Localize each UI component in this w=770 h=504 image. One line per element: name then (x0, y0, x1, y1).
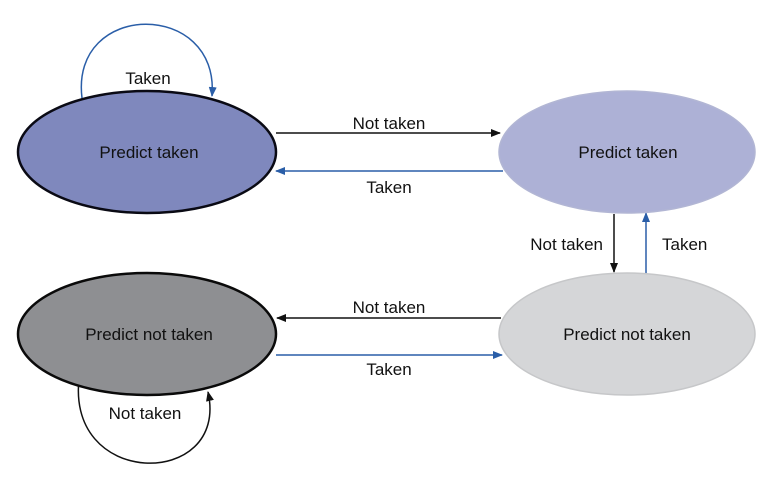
weak-taken-to-weak-not-taken-label: Not taken (530, 235, 603, 254)
strong-taken-to-weak-taken-label: Not taken (353, 114, 426, 133)
state-predict-not-taken-strong-label: Predict not taken (85, 325, 213, 344)
state-predict-taken-weak (498, 90, 756, 214)
weak-taken-to-strong-taken-label: Taken (366, 178, 411, 197)
loop-strong-not-taken-arrow (77, 371, 214, 464)
state-predict-taken-weak-label: Predict taken (578, 143, 677, 162)
loop-strong-not-taken-label: Not taken (109, 404, 182, 423)
weak-not-taken-to-strong-not-taken-label: Not taken (353, 298, 426, 317)
state-predict-taken-strong-label: Predict taken (99, 143, 198, 162)
loop-strong-taken-label: Taken (125, 69, 170, 88)
state-predict-taken-strong (16, 89, 278, 215)
weak-not-taken-to-weak-taken-label: Taken (662, 235, 707, 254)
strong-not-taken-to-weak-not-taken-label: Taken (366, 360, 411, 379)
state-predict-not-taken-weak (498, 272, 756, 396)
loop-strong-taken-arrow (80, 23, 217, 99)
state-predict-not-taken-weak-label: Predict not taken (563, 325, 691, 344)
state-predict-not-taken-strong (16, 271, 278, 397)
